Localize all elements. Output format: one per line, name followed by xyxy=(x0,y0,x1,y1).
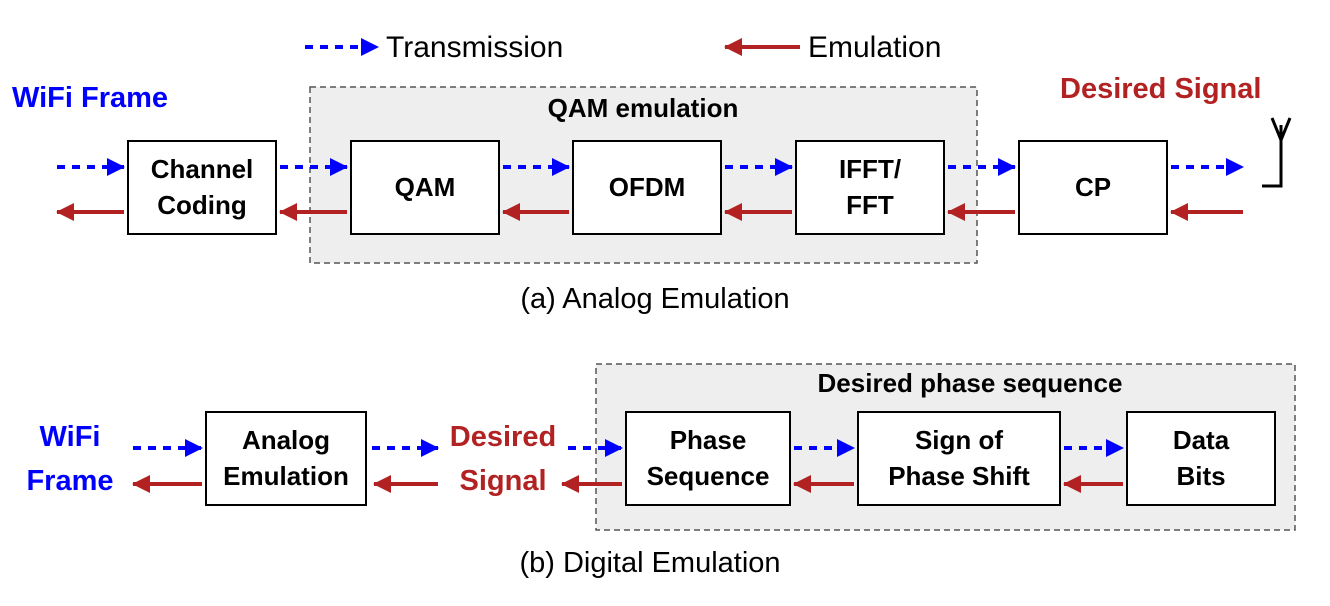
analog-emulation-line2: Emulation xyxy=(223,461,349,491)
phase-sequence-block xyxy=(625,411,791,506)
ofdm-block xyxy=(572,140,722,235)
analog-emulation-block xyxy=(205,411,367,506)
sign-of-phase-shift-line1: Sign of xyxy=(915,425,1003,455)
ifft-fft-line2: FFT xyxy=(846,190,894,220)
cp-block-label: CP xyxy=(1075,172,1111,202)
analog-output-label: Desired Signal xyxy=(1060,73,1261,105)
data-bits-block xyxy=(1126,411,1276,506)
legend: Transmission Emulation xyxy=(305,31,941,64)
qam-emulation-title: QAM emulation xyxy=(548,93,739,123)
sign-of-phase-shift-block xyxy=(857,411,1061,506)
phase-sequence-line2: Sequence xyxy=(647,461,770,491)
digital-input-line2: Frame xyxy=(26,465,113,497)
antenna-icon xyxy=(1262,117,1292,188)
data-bits-line2: Bits xyxy=(1176,461,1225,491)
qam-block-label: QAM xyxy=(395,172,456,202)
digital-section: Desired phase sequence WiFi Frame Desire… xyxy=(26,363,1296,579)
qam-block xyxy=(350,140,500,235)
digital-input-line1: WiFi xyxy=(40,421,101,453)
legend-emulation-label: Emulation xyxy=(808,31,941,64)
analog-caption: (a) Analog Emulation xyxy=(520,283,789,315)
desired-phase-sequence-title: Desired phase sequence xyxy=(818,368,1123,398)
channel-coding-line2: Coding xyxy=(157,190,247,220)
channel-coding-block xyxy=(127,140,277,235)
analog-section: WiFi Frame Desired Signal QAM emulation … xyxy=(12,73,1292,315)
ofdm-block-label: OFDM xyxy=(609,172,686,202)
analog-emulation-line1: Analog xyxy=(242,425,330,455)
digital-mid-line2: Signal xyxy=(459,465,546,497)
channel-coding-line1: Channel xyxy=(151,154,254,184)
sign-of-phase-shift-line2: Phase Shift xyxy=(888,461,1030,491)
phase-sequence-line1: Phase xyxy=(670,425,747,455)
ifft-fft-line1: IFFT/ xyxy=(839,154,901,184)
digital-caption: (b) Digital Emulation xyxy=(519,547,780,579)
digital-mid-line1: Desired xyxy=(450,421,556,453)
legend-transmission-label: Transmission xyxy=(386,31,563,64)
cp-block xyxy=(1018,140,1168,235)
ifft-fft-block xyxy=(795,140,945,235)
analog-input-label: WiFi Frame xyxy=(12,82,168,114)
data-bits-line1: Data xyxy=(1173,425,1230,455)
